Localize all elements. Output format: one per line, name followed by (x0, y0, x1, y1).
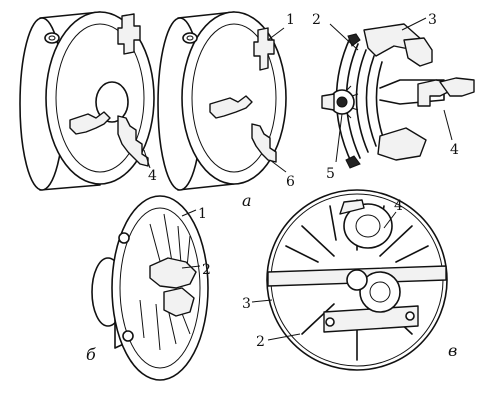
label-v-screw: 2 (256, 334, 265, 350)
leader-lines (143, 17, 453, 341)
label-a-chuck3-jaw: 4 (148, 168, 157, 184)
label-b-body: 2 (202, 262, 211, 278)
self-centering-chuck-b (91, 195, 209, 381)
label-a-pinion: 5 (326, 166, 335, 182)
label-a-jaw: 4 (450, 142, 459, 158)
label-a-jaw-assembly: 3 (428, 12, 437, 28)
label-v-jaw: 3 (242, 296, 251, 312)
three-jaw-chuck (19, 11, 155, 191)
four-jaw-chuck (157, 11, 287, 191)
label-panel-b: б (86, 345, 96, 364)
scroll-chuck-exploded (321, 23, 475, 169)
label-a-chuck4-top: 1 (286, 12, 295, 28)
label-b-jaw: 1 (198, 206, 207, 222)
label-a-scroll: 2 (312, 12, 321, 28)
label-panel-v: в (448, 341, 457, 360)
faceplate-v (266, 189, 448, 371)
label-a-chuck4-jaw: 6 (286, 174, 295, 190)
label-panel-a: а (242, 191, 252, 210)
label-v-workpiece: 4 (394, 198, 403, 214)
